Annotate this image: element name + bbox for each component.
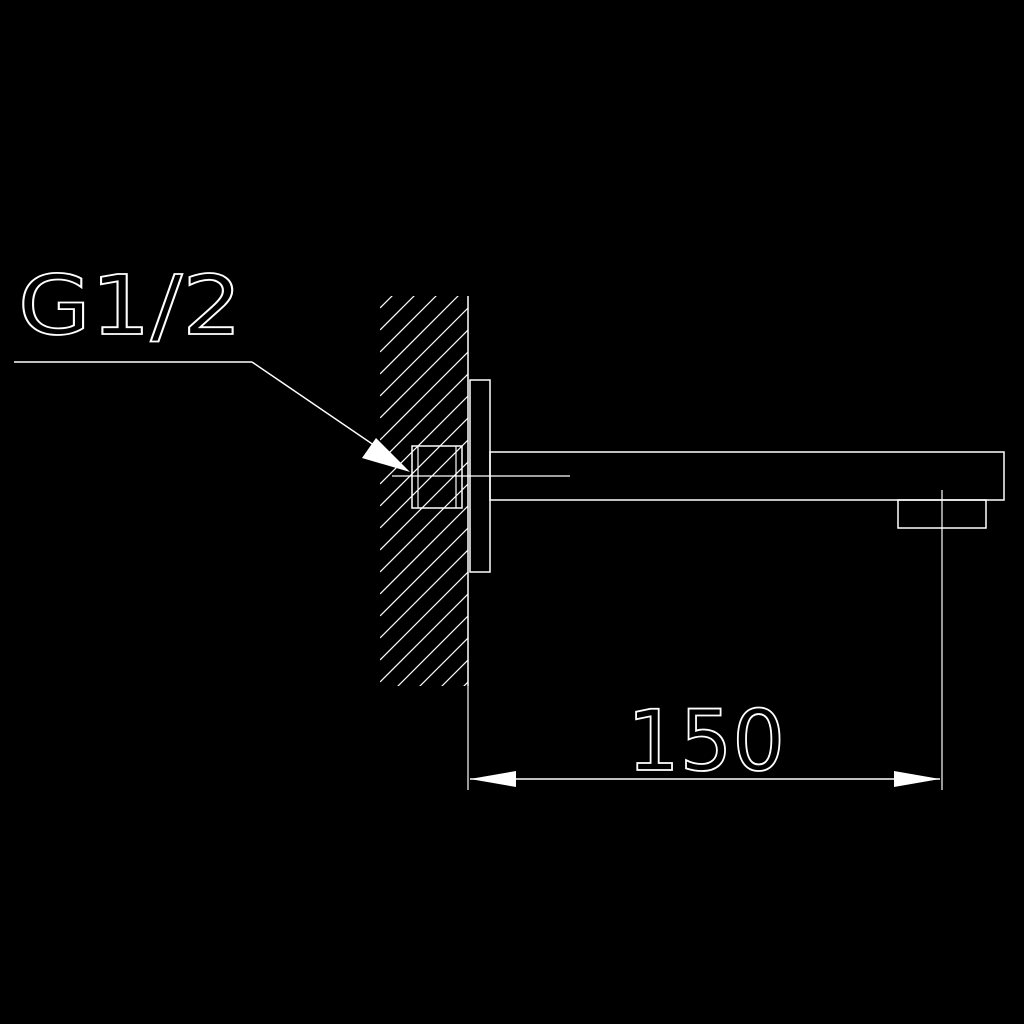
wall-hatch	[380, 198, 468, 792]
hatch-line	[380, 593, 468, 683]
hatch-line	[380, 461, 468, 551]
hatch-line	[380, 483, 468, 573]
hatch-line	[380, 329, 468, 419]
hatch-line	[380, 417, 468, 507]
hatch-line	[380, 296, 437, 353]
hatch-line	[380, 395, 468, 485]
hatch-line	[380, 704, 468, 792]
thread-size-label: G1/2	[18, 259, 242, 354]
hatch-line	[380, 296, 415, 331]
hatch-line	[463, 681, 468, 686]
hatch-line	[380, 505, 468, 595]
dimension-label: 150	[627, 692, 785, 790]
hatch-line	[380, 296, 393, 309]
hatch-line	[419, 637, 468, 686]
hatch-line	[380, 527, 468, 617]
hatch-line	[380, 571, 468, 661]
hatch-line	[380, 351, 468, 441]
hatch-line	[380, 198, 468, 286]
leader-arrow	[362, 438, 410, 472]
hatch-line	[441, 659, 468, 686]
dimension-arrow-right	[894, 771, 940, 787]
leader-line	[251, 361, 385, 453]
hatch-line	[380, 307, 468, 397]
hatch-line	[397, 615, 468, 686]
threaded-connector	[411, 445, 463, 509]
hatch-line	[380, 373, 468, 463]
hatch-line	[380, 439, 468, 529]
hatch-line	[380, 549, 468, 639]
dimension-arrow-left	[470, 771, 516, 787]
hatch-line	[380, 296, 459, 375]
